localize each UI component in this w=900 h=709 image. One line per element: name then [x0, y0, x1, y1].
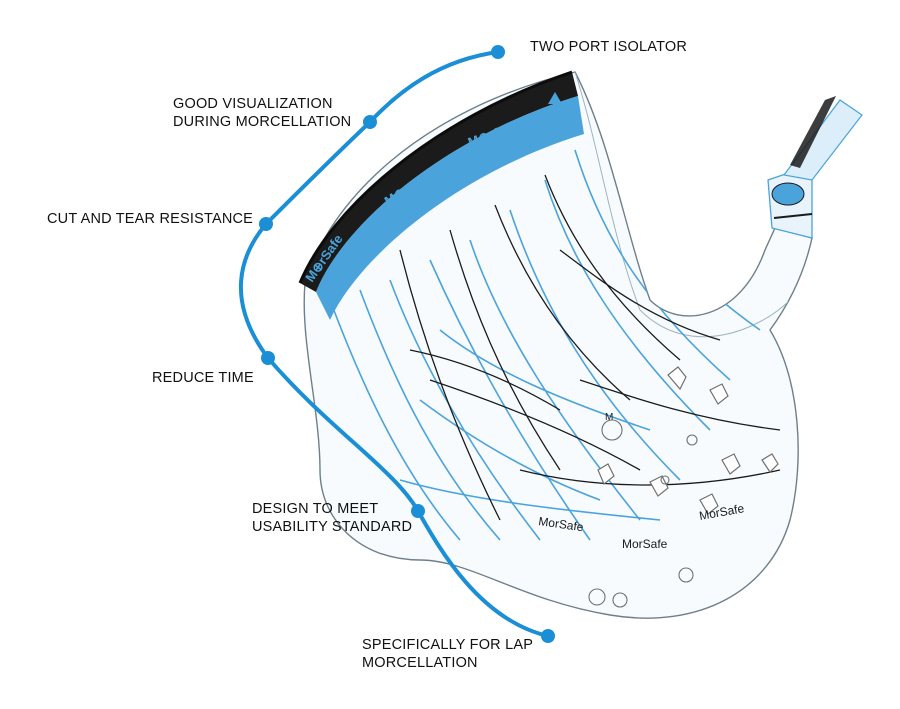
bag-brand-1: MorSafe: [538, 514, 585, 534]
callout-line: MORCELLATION: [362, 655, 478, 671]
port-sleeve: [767, 96, 863, 239]
callout-cut-tear-resistance: CUT AND TEAR RESISTANCE: [47, 210, 253, 228]
bag-maker-text: VEOL MEDICAL TECHNOLOGIES: [558, 610, 602, 681]
callout-line: TWO PORT ISOLATOR: [530, 39, 688, 55]
isolation-bag: MorSafe MorSafe MorSafe M VEOL MEDICAL T…: [298, 70, 863, 681]
callout-connector: [238, 45, 555, 643]
callout-reduce-time: REDUCE TIME: [152, 369, 254, 387]
callout-good-visualization: GOOD VISUALIZATION DURING MORCELLATION: [173, 95, 351, 131]
rim-blue-band: [316, 96, 584, 320]
bag-brand-2: MorSafe: [622, 537, 668, 551]
bag-inner-markings: MorSafe MorSafe MorSafe M VEOL MEDICAL T…: [329, 72, 791, 681]
bag-dots: [588, 419, 698, 608]
callout-line: DESIGN TO MEET: [252, 501, 379, 517]
callout-line: REDUCE TIME: [152, 370, 254, 386]
callout-usability-standard: DESIGN TO MEET USABILITY STANDARD: [252, 500, 412, 536]
bag-logo-letter: M: [605, 412, 613, 423]
bag-outline: [303, 71, 813, 619]
node-two-port: [491, 45, 505, 59]
bag-tabs: [597, 366, 779, 515]
bag-rim: M⊕rSafe M⊕rSafe M⊕rSafe: [298, 70, 584, 320]
dark-guide-lines: [399, 174, 781, 521]
rim-highlight: [298, 70, 573, 284]
node-usability: [411, 504, 425, 518]
rim-arrow-mark: [548, 92, 562, 104]
callout-line: CUT AND TEAR RESISTANCE: [47, 211, 254, 227]
node-visualization: [363, 115, 377, 129]
callout-two-port-isolator: TWO PORT ISOLATOR: [530, 38, 687, 56]
rim-dark-band: [300, 72, 578, 292]
node-reduce-time: [261, 351, 275, 365]
callout-line: DURING MORCELLATION: [173, 114, 352, 130]
callout-nodes: [259, 45, 555, 643]
callout-line: SPECIFICALLY FOR LAP: [362, 637, 534, 653]
node-lap: [541, 629, 555, 643]
callout-line: GOOD VISUALIZATION: [173, 96, 333, 112]
callout-line: USABILITY STANDARD: [252, 519, 413, 535]
callout-lap-morcellation: SPECIFICALLY FOR LAP MORCELLATION: [362, 636, 533, 672]
callout-spine: [238, 50, 550, 638]
node-cut-tear: [259, 217, 273, 231]
